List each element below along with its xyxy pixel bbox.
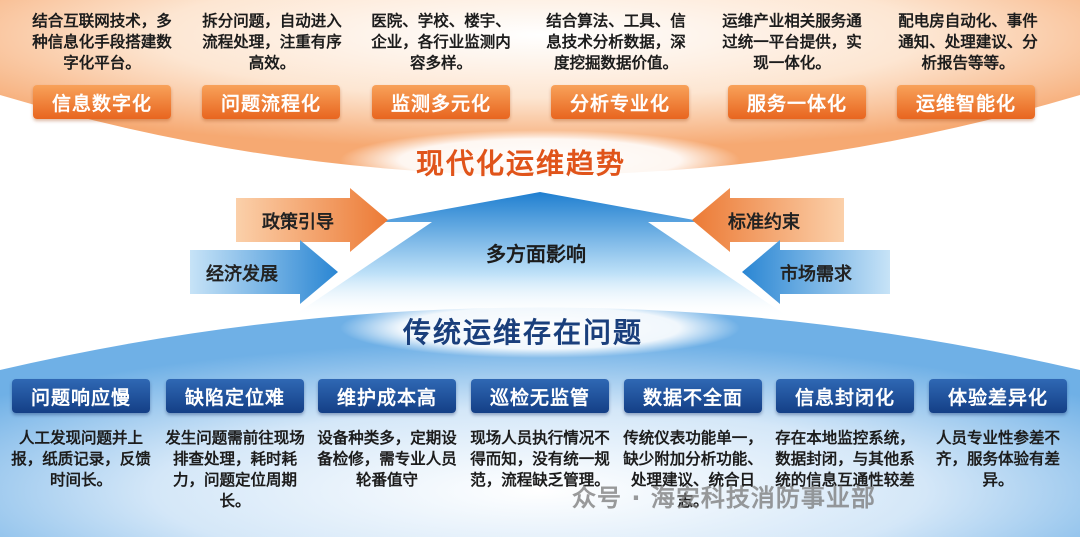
top-title: 现代化运维趋势	[416, 147, 627, 180]
arrow-market	[742, 240, 890, 304]
bottom-desc-6: 存在本地监控系统，数据封闭，与其他系统的信息互通性较差	[775, 429, 915, 489]
top-desc-3: 医院、学校、楼宇、企业，各行业监测内容多样。	[371, 12, 511, 72]
label-economy: 经济发展	[206, 264, 278, 285]
tag-problem-process: 问题流程化	[202, 85, 340, 119]
center-label: 多方面影响	[486, 242, 586, 266]
label-standard: 标准约束	[728, 212, 800, 233]
tag-slow-response: 问题响应慢	[12, 379, 150, 413]
tag-info-digitalization: 信息数字化	[33, 85, 171, 119]
top-desc-4: 结合算法、工具、信息技术分析数据，深度挖掘数据价值。	[546, 12, 686, 72]
tag-service-integrated: 服务一体化	[728, 85, 866, 119]
bottom-desc-7: 人员专业性参差不齐，服务体验有差异。	[935, 429, 1060, 489]
tag-hard-locate: 缺陷定位难	[166, 379, 304, 413]
arrow-policy	[236, 188, 388, 252]
tag-no-supervision: 巡检无监管	[471, 379, 609, 413]
top-desc-2: 拆分问题，自动进入流程处理，注重有序高效。	[202, 12, 342, 72]
arrow-standard	[692, 188, 844, 252]
bottom-desc-4: 现场人员执行情况不得而知，没有统一规范，流程缺乏管理。	[470, 429, 610, 489]
label-market: 市场需求	[780, 264, 852, 285]
tag-closed-info: 信息封闭化	[776, 379, 914, 413]
tag-varied-experience: 体验差异化	[929, 379, 1067, 413]
top-desc-5: 运维产业相关服务通过统一平台提供，实现一体化。	[722, 12, 862, 72]
label-policy: 政策引导	[262, 212, 334, 233]
tag-analysis-professional: 分析专业化	[551, 85, 689, 119]
tag-high-cost: 维护成本高	[318, 379, 456, 413]
tag-monitor-diverse: 监测多元化	[372, 85, 510, 119]
watermark: 众号 · 海安科技消防事业部	[572, 484, 876, 512]
top-desc-6: 配电房自动化、事件通知、处理建议、分析报告等等。	[898, 12, 1038, 72]
bottom-desc-3: 设备种类多，定期设备检修，需专业人员轮番值守	[317, 429, 457, 489]
bottom-desc-1: 人工发现问题并上报，纸质记录，反馈时间长。	[11, 429, 151, 489]
tag-incomplete-data: 数据不全面	[624, 379, 762, 413]
tag-ops-intelligent: 运维智能化	[897, 85, 1035, 119]
bottom-desc-2: 发生问题需前往现场排查处理，耗时耗力，问题定位周期长。	[165, 429, 305, 510]
bottom-title: 传统运维存在问题	[403, 316, 644, 349]
top-desc-1: 结合互联网技术，多种信息化手段搭建数字化平台。	[32, 12, 172, 72]
bottom-desc-5: 传统仪表功能单一，缺少附加分析功能、处理建议、统合日志。	[623, 429, 763, 510]
arrow-economy	[190, 240, 338, 304]
